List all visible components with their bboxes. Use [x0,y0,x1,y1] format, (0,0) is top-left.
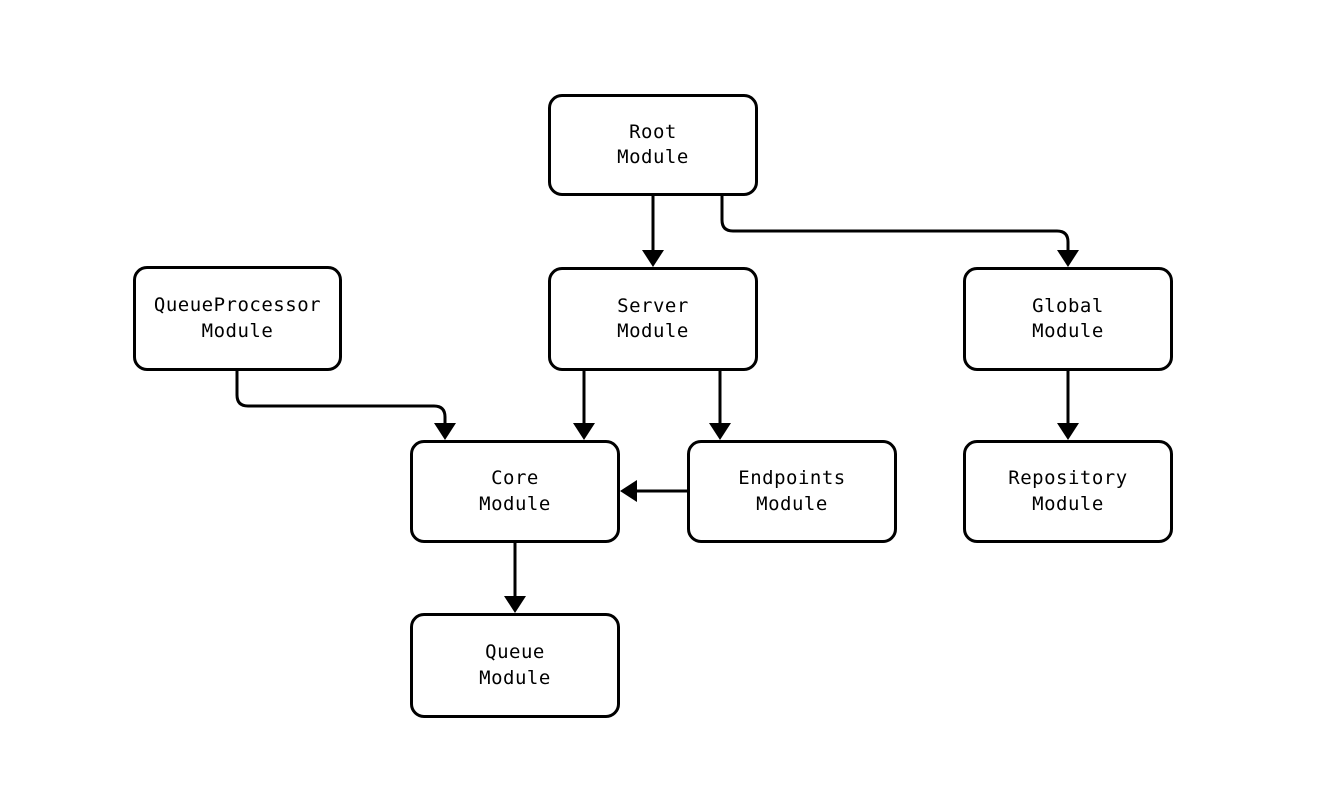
node-repository-label: Repository Module [1008,467,1128,515]
node-endpoints[interactable]: Endpoints Module [687,440,897,543]
arrowhead-core-to-queue [504,596,526,613]
arrowhead-root-to-server [642,250,664,267]
node-root-label: Root Module [617,120,689,168]
node-queueprocessor-label: QueueProcessor Module [153,294,322,342]
node-queueprocessor[interactable]: QueueProcessor Module [133,266,342,371]
arrowhead-server-to-core [573,423,595,440]
edge-queueprocessor-to-core [235,371,447,429]
arrowhead-global-to-repository [1057,423,1079,440]
node-core-label: Core Module [479,467,551,515]
node-repository[interactable]: Repository Module [963,440,1173,543]
node-queue-label: Queue Module [479,641,551,689]
arrowhead-endpoints-to-core [620,480,637,502]
arrowhead-server-to-endpoints [709,423,731,440]
edge-root-to-global [720,196,1070,256]
arrowhead-queueprocessor-to-core [434,423,456,440]
node-server[interactable]: Server Module [548,267,758,371]
node-root[interactable]: Root Module [548,94,758,196]
node-core[interactable]: Core Module [410,440,620,543]
node-global[interactable]: Global Module [963,267,1173,371]
node-server-label: Server Module [617,294,689,342]
node-endpoints-label: Endpoints Module [738,467,846,515]
arrowhead-root-to-global [1057,250,1079,267]
node-queue[interactable]: Queue Module [410,613,620,718]
node-global-label: Global Module [1032,294,1104,342]
